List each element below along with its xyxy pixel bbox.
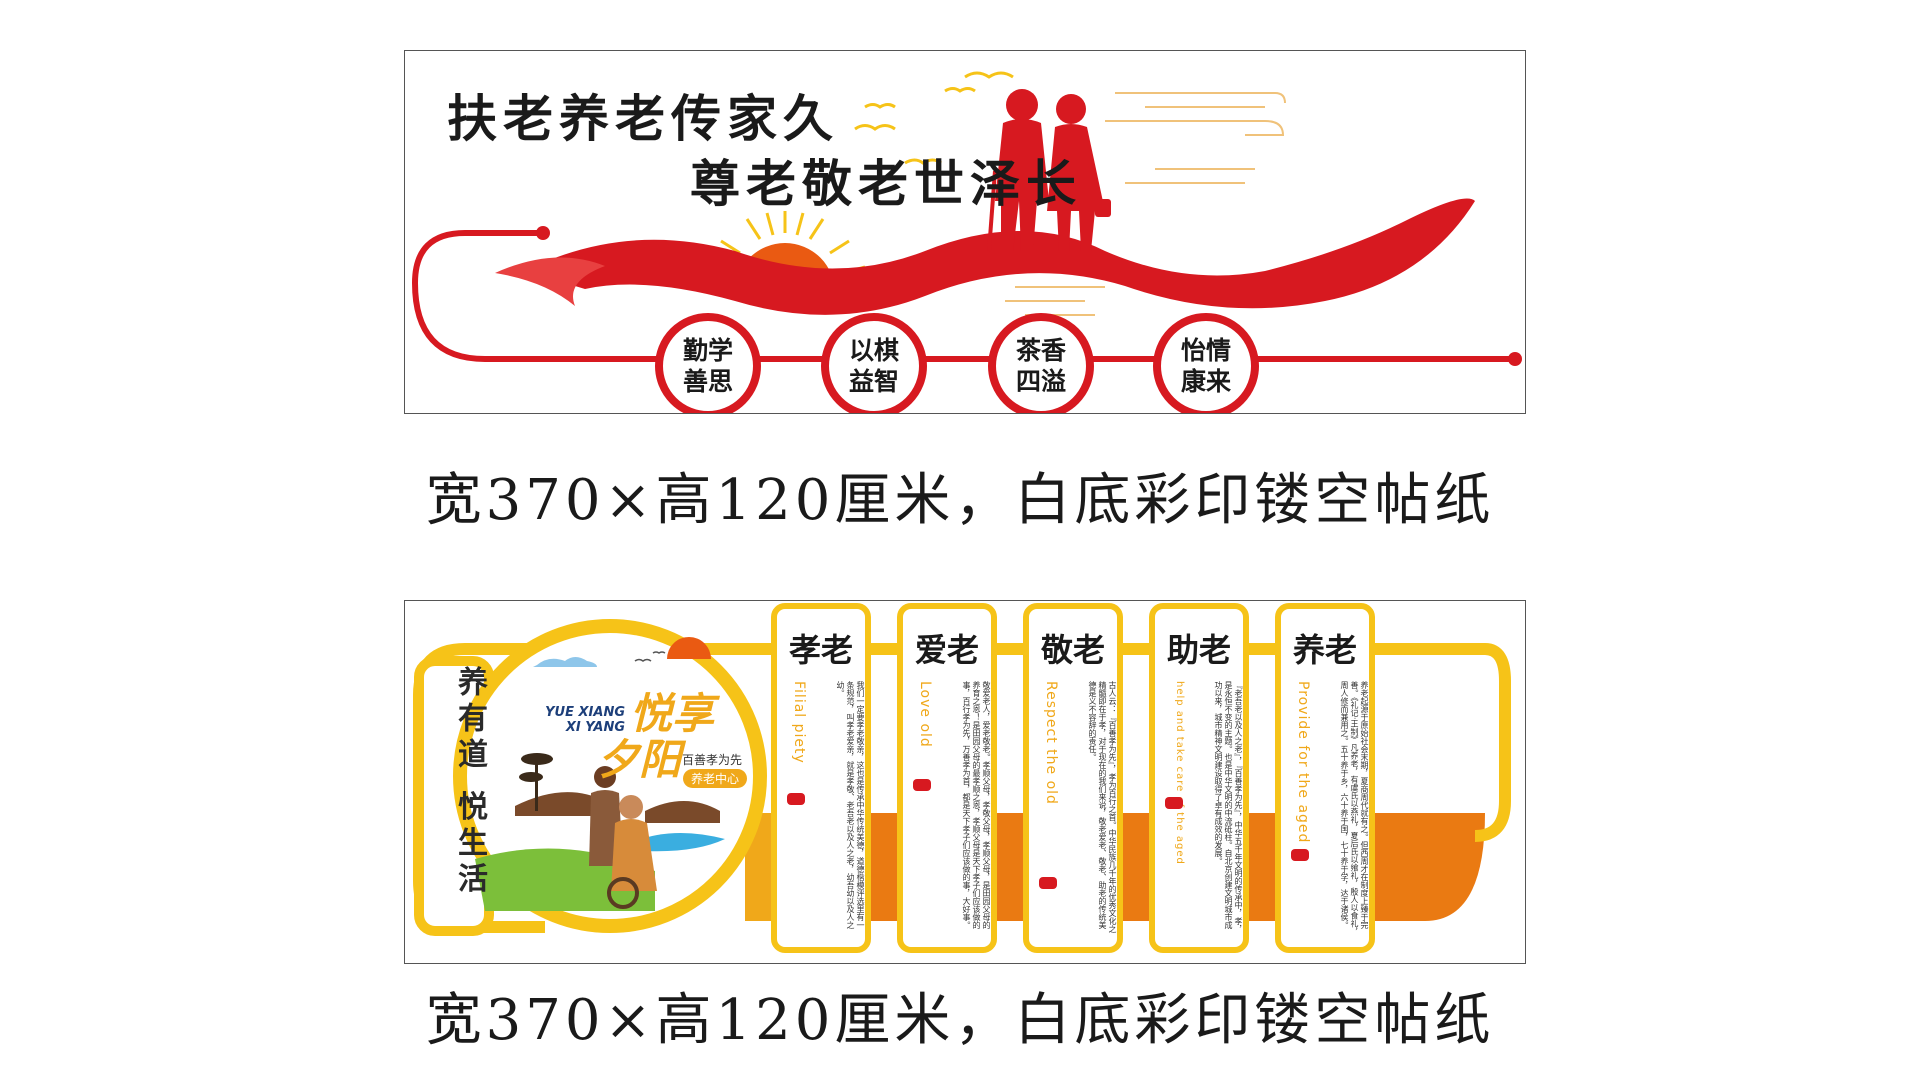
circle-scenery: [475, 637, 725, 911]
card-body: 敬爱老人，爱老敬老。孝顺父母，孝敬父母，孝顺父母，是田园父母的养育之恩！是田园父…: [962, 681, 991, 929]
top-panel: 扶老养老传家久 尊老敬老世泽长 勤学 善思 以棋 益智 茶香 四溢 怡情 康来: [404, 50, 1526, 414]
circle-title-2: 夕阳: [597, 735, 682, 784]
card-english: Provide for the aged: [1295, 681, 1311, 844]
circle-label-2: 以棋 益智: [821, 313, 927, 413]
birds-icon: [634, 651, 666, 662]
card-xiaolao: 孝老 Filial piety 我们一定要孝老敬亲，这也是传承中华传统美德，道德…: [771, 603, 871, 953]
red-ribbon-wave: [525, 198, 1475, 315]
circle-label-2-line2: 益智: [848, 367, 899, 396]
red-route-line: [411, 230, 1515, 362]
card-english: help and take care of the aged: [1174, 681, 1185, 865]
card-jinglao: 敬老 Respect the old 古人云：『百善孝为先』，孝为百行之首。中华…: [1023, 603, 1123, 953]
circle-pinyin-2: XI YANG: [565, 720, 625, 735]
circle-label-3-line1: 茶香: [1015, 336, 1066, 365]
elderly-couple-icon: [987, 89, 1111, 252]
card-title: 养老: [1292, 631, 1357, 669]
bottom-panel: 养有道 悦生活 YUE XIANG XI YANG 悦享 夕阳 百善孝为先 养老…: [404, 600, 1526, 964]
caregiver-icon: [589, 766, 657, 909]
seal-icon: [1039, 877, 1057, 889]
circle-subtitle: 百善孝为先: [682, 753, 743, 767]
caption-top: 宽370×高120厘米，白底彩印镂空帖纸: [425, 468, 1495, 533]
cloud-lines: [1005, 92, 1286, 316]
card-body: 古人云：『百善孝为先』，孝为百行之首。中华民族几千年的优秀文化之精髓即在于孝，对…: [1088, 681, 1117, 933]
card-body: 养老起源于原始社会末期，夏商周代就有之。但西周才在制度上臻于完善。《礼记·王制》…: [1340, 681, 1369, 936]
card-title: 助老: [1166, 631, 1231, 669]
circle-label-1-line1: 勤学: [682, 336, 733, 365]
circle-pinyin: YUE XIANG XI YANG: [545, 705, 625, 735]
birds-icon: [854, 71, 1014, 165]
card-yanglao: 养老 Provide for the aged 养老起源于原始社会末期，夏商周代…: [1275, 603, 1375, 953]
circle-label-3: 茶香 四溢: [988, 313, 1094, 413]
card-title: 敬老: [1040, 631, 1105, 669]
card-english: Love old: [917, 681, 933, 748]
circle-label-4: 怡情 康来: [1153, 313, 1259, 413]
card-zhulao: 助老 help and take care of the aged 『老吾老以及…: [1149, 603, 1249, 953]
card-title: 爱老: [914, 631, 979, 669]
card-ailao: 爱老 Love old 敬爱老人，爱老敬老。孝顺父母，孝敬父母，孝顺父母，是田园…: [897, 603, 997, 953]
caption-bottom: 宽370×高120厘米，白底彩印镂空帖纸: [425, 988, 1495, 1053]
slogan-line-1: 扶老养老传家久: [447, 90, 839, 148]
left-slogan: 养有道 悦生活: [452, 666, 487, 899]
card-body: 我们一定要孝老敬亲，这也是传承中华传统美德，道德楷模评选里有一条规范，叫孝老爱亲…: [836, 681, 865, 929]
route-dot-left: [536, 226, 550, 240]
circle-title-1: 悦享: [630, 689, 715, 738]
seal-icon: [787, 793, 805, 805]
circle-label-1: 勤学 善思: [655, 313, 761, 413]
circle-label-1-line2: 善思: [682, 367, 733, 396]
card-english: Filial piety: [791, 681, 807, 764]
seal-icon: [913, 779, 931, 791]
circle-pinyin-1: YUE XIANG: [545, 705, 625, 720]
red-ribbon-tail: [495, 257, 605, 306]
top-panel-artwork: [411, 71, 1522, 366]
seal-icon: [1165, 797, 1183, 809]
slogan-line-2: 尊老敬老世泽长: [690, 155, 1082, 213]
card-english: Respect the old: [1043, 681, 1059, 805]
circle-tag: 养老中心: [683, 769, 748, 788]
circle-label-3-line2: 四溢: [1015, 367, 1066, 396]
seal-icon: [1291, 849, 1309, 861]
card-title: 孝老: [788, 631, 853, 669]
circle-label-4-line2: 康来: [1180, 367, 1231, 396]
route-dot-right: [1508, 352, 1522, 366]
circle-label-4-line1: 怡情: [1180, 336, 1231, 365]
card-body: 『老吾老以及人之老』，『百善孝为先』，中华五千年文明的传承中，孝，是永恒不变的主…: [1214, 681, 1243, 933]
circle-label-2-line1: 以棋: [848, 336, 899, 365]
